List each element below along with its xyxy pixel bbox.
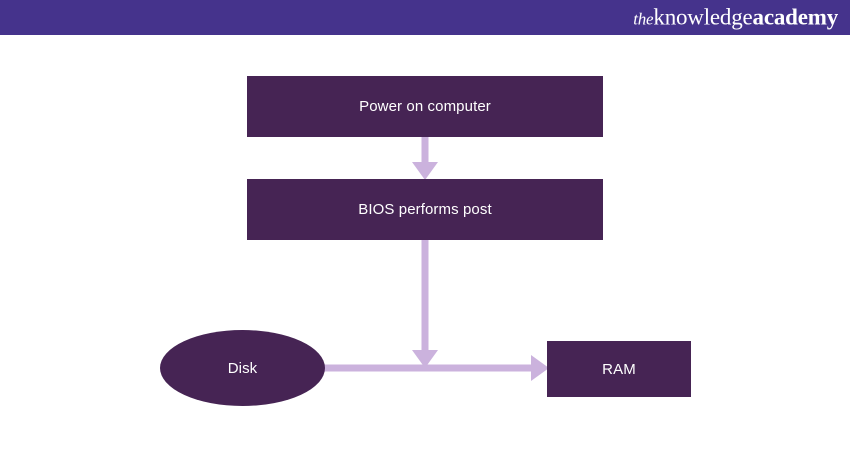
logo-knowledge-text: knowledge (653, 4, 753, 29)
brand-logo: theknowledgeacademy (633, 5, 838, 30)
logo-academy-text: academy (752, 4, 839, 29)
edge-bios-to-ram (412, 240, 438, 368)
header-bar: theknowledgeacademy (0, 0, 850, 35)
node-power-on-computer[interactable]: Power on computer (247, 76, 603, 137)
node-bios-performs-post-label: BIOS performs post (358, 201, 492, 218)
node-power-on-computer-label: Power on computer (359, 98, 491, 115)
flowchart-diagram: Power on computer BIOS performs post Dis… (0, 35, 850, 450)
node-bios-performs-post[interactable]: BIOS performs post (247, 179, 603, 240)
logo-the-text: the (633, 9, 654, 28)
node-ram[interactable]: RAM (547, 341, 691, 397)
edge-disk-to-ram (322, 355, 549, 381)
node-ram-label: RAM (602, 360, 636, 378)
node-disk[interactable]: Disk (160, 330, 325, 406)
node-disk-label: Disk (227, 359, 258, 377)
edge-power-to-bios (412, 137, 438, 180)
